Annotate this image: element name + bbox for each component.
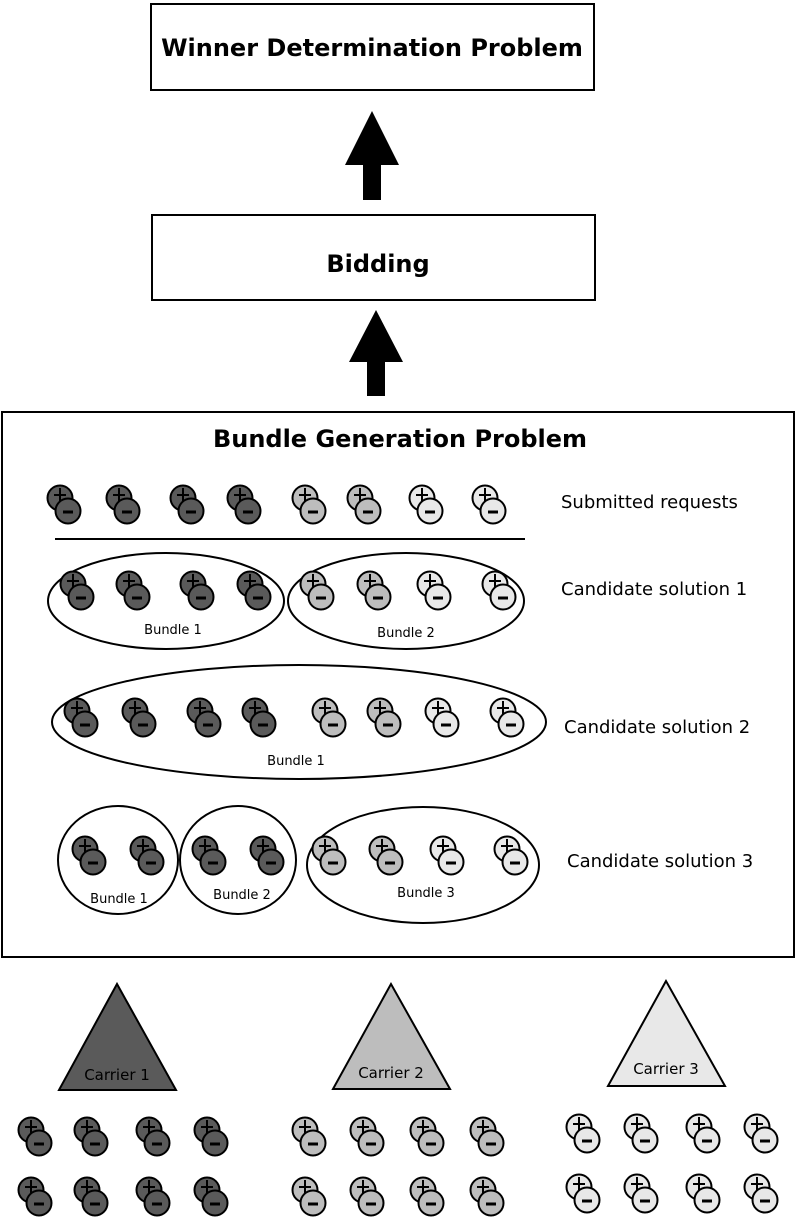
carrier-label: Carrier 1 [84,1066,150,1084]
carrier-label: Carrier 2 [358,1064,424,1082]
bundle-label: Bundle 1 [267,754,325,769]
request-icon [193,1176,229,1217]
request-icon [59,570,95,611]
bundle-label: Bundle 1 [90,892,148,907]
request-icon [226,484,262,525]
request-icon [73,1116,109,1157]
request-icon [311,835,347,876]
request-icon [17,1176,53,1217]
request-icon [193,1116,229,1157]
request-icon [408,484,444,525]
row-label-cs1: Candidate solution 1 [561,579,747,600]
row-label-cs3: Candidate solution 3 [567,851,753,872]
carrier-1: Carrier 1 [57,981,178,1091]
request-icon [73,1176,109,1217]
request-icon [685,1173,721,1214]
request-icon [179,570,215,611]
request-icon [349,1116,385,1157]
arrow-shaft-top [363,165,381,200]
request-icon [17,1116,53,1157]
bundle-ellipse [51,664,547,780]
carrier-triangle-icon [57,981,178,1091]
request-icon [743,1113,779,1154]
request-icon [685,1113,721,1154]
request-icon [471,484,507,525]
request-icon [71,835,107,876]
request-icon [115,570,151,611]
bundle-ellipse [306,806,540,924]
request-icon [135,1116,171,1157]
carrier-3: Carrier 3 [606,978,727,1087]
bundle-ellipse [287,552,525,650]
carrier-2: Carrier 2 [331,981,452,1090]
arrow-up-icon [349,310,403,396]
request-icon [191,835,227,876]
request-icon [623,1173,659,1214]
request-icon [186,697,222,738]
request-icon [623,1113,659,1154]
bundle-label: Bundle 2 [213,888,271,903]
wdp-title: Winner Determination Problem [161,34,583,62]
request-icon [366,697,402,738]
request-icon [565,1113,601,1154]
request-icon [241,697,277,738]
wdp-box: Winner Determination Problem [150,3,595,91]
request-icon [249,835,285,876]
request-icon [291,484,327,525]
request-markers [17,484,779,1217]
request-icon [346,484,382,525]
request-icon [299,570,335,611]
request-icon [129,835,165,876]
request-icon [46,484,82,525]
carrier-triangle-icon [331,981,452,1090]
arrow-up-icon [345,111,399,200]
carrier-triangle-icon [606,978,727,1087]
request-icon [169,484,205,525]
request-icon [356,570,392,611]
bgp-title: Bundle Generation Problem [213,425,587,453]
request-icon [368,835,404,876]
bundle-label: Bundle 2 [377,626,435,641]
request-icon [429,835,465,876]
request-icon [311,697,347,738]
request-icon [409,1116,445,1157]
carrier-label: Carrier 3 [633,1060,699,1078]
request-icon [565,1173,601,1214]
bundle-ellipse [179,805,297,915]
request-icon [469,1176,505,1217]
bidding-title: Bidding [326,250,429,278]
bundle-ellipse [47,552,285,650]
request-icon [469,1116,505,1157]
bundle-label: Bundle 3 [397,886,455,901]
row-label-cs2: Candidate solution 2 [564,717,750,738]
request-icon [743,1173,779,1214]
bundle-ellipse [57,805,179,915]
bidding-box: Bidding [151,214,596,301]
request-icon [291,1176,327,1217]
row-label-submitted: Submitted requests [561,492,738,513]
request-icon [489,697,525,738]
request-icon [409,1176,445,1217]
request-icon [135,1176,171,1217]
request-icon [105,484,141,525]
request-icon [236,570,272,611]
request-icon [349,1176,385,1217]
request-icon [63,697,99,738]
request-icon [424,697,460,738]
request-icon [416,570,452,611]
request-icon [121,697,157,738]
bundle-label: Bundle 1 [144,623,202,638]
request-icon [493,835,529,876]
request-icon [481,570,517,611]
request-icon [291,1116,327,1157]
